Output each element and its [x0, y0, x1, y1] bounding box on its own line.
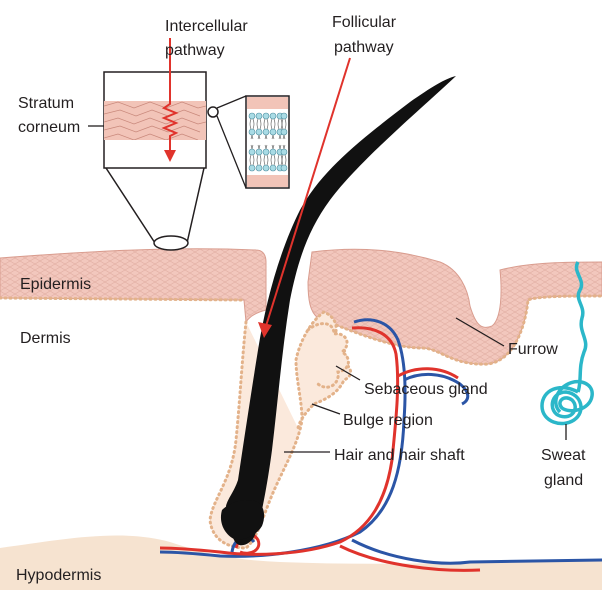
intercellular-pathway-label-2: pathway [165, 42, 225, 59]
lipid-head [249, 165, 255, 171]
lipid-top-band [247, 97, 288, 109]
lipid-head [281, 129, 287, 135]
lipid-head [281, 165, 287, 171]
lipid-head [281, 113, 287, 119]
lipid-head [256, 113, 262, 119]
vein-lower-branch [352, 540, 602, 563]
sweat-gland-label-2: gland [544, 472, 583, 489]
stratum-corneum-label-2: corneum [18, 119, 80, 136]
lipid-head [263, 113, 269, 119]
zoom-circle [208, 107, 218, 117]
lipid-head [256, 165, 262, 171]
magnifier-cone [106, 168, 204, 243]
epidermis-hatch-right [308, 249, 602, 364]
lipid-head [270, 165, 276, 171]
lipid-bottom-band [247, 175, 288, 187]
epidermis-label: Epidermis [20, 276, 91, 293]
lipid-inset-box [246, 96, 289, 188]
lipid-head [249, 149, 255, 155]
bulge-pointer [312, 404, 340, 414]
zoom-connector [217, 96, 246, 188]
hair-and-shaft-label: Hair and hair shaft [334, 447, 465, 464]
furrow-label: Furrow [508, 341, 558, 358]
follicular-pathway-label-2: pathway [334, 39, 394, 56]
lipid-head [256, 129, 262, 135]
bulge-region-label: Bulge region [343, 412, 433, 429]
lipid-head [263, 129, 269, 135]
lipid-head [249, 129, 255, 135]
intercellular-pathway-label-1: Intercellular [165, 18, 248, 35]
lipid-head [249, 113, 255, 119]
sweat-gland-label-1: Sweat [541, 447, 586, 464]
lipid-head [270, 129, 276, 135]
lipid-head [256, 149, 262, 155]
dermis-label: Dermis [20, 330, 71, 347]
hypodermis-label: Hypodermis [16, 567, 101, 584]
lipid-head [270, 149, 276, 155]
lipid-head [263, 149, 269, 155]
magnifier-lens [154, 236, 188, 250]
stratum-corneum-label-1: Stratum [18, 95, 74, 112]
lipid-head [270, 113, 276, 119]
lipid-head [263, 165, 269, 171]
sweat-gland-coil [542, 382, 592, 424]
sebaceous-gland-label: Sebaceous gland [364, 381, 488, 398]
follicular-pathway-label-1: Follicular [332, 14, 397, 31]
lipid-head [281, 149, 287, 155]
